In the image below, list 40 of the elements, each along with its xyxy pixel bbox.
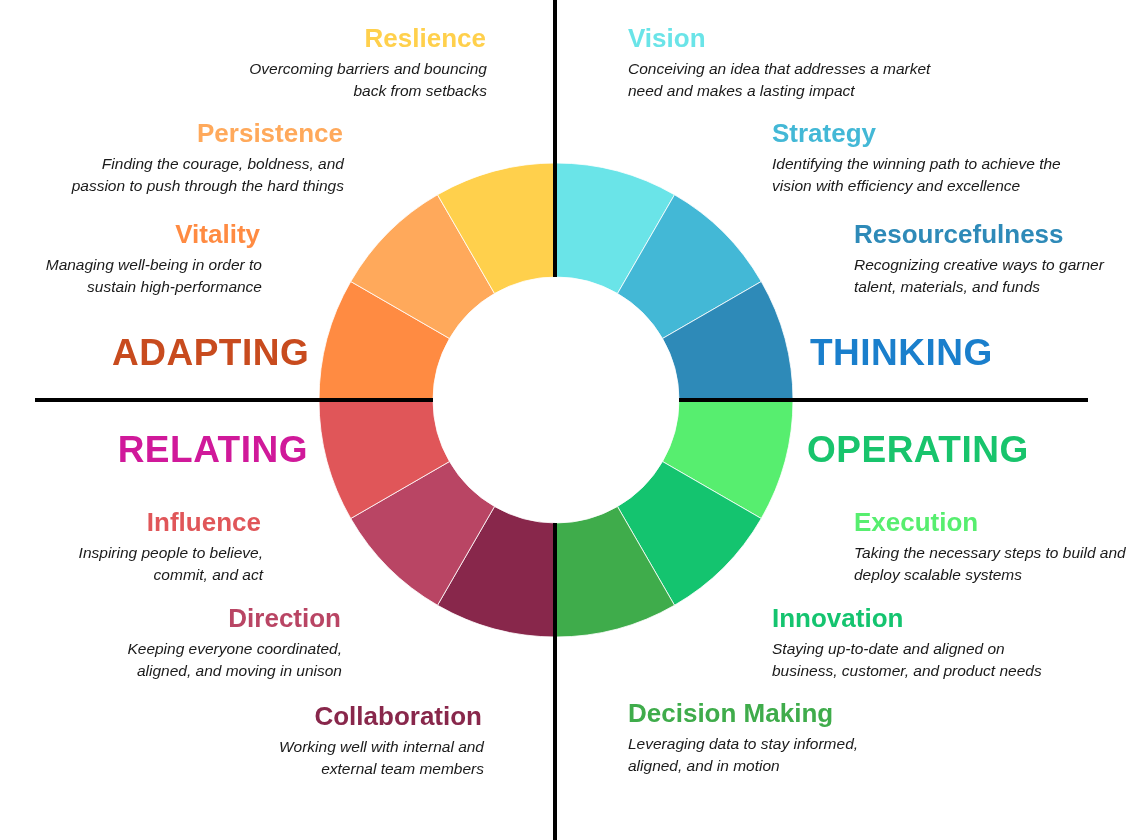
- competency-description: Conceiving an idea that addresses a market need and makes a lasting impact: [628, 59, 932, 101]
- competency-title: Strategy: [772, 118, 877, 148]
- competency-description: Working well with internal and external team members: [277, 737, 484, 779]
- ring-segment: [350, 461, 495, 606]
- competency-description: Taking the necessary steps to build and deploy scalable systems: [854, 543, 1127, 585]
- competency-title: Resourcefulness: [854, 219, 1064, 249]
- competency-title: Vision: [628, 23, 706, 53]
- competency-description: Finding the courage, boldness, and passion to push through the hard things: [70, 154, 344, 196]
- competency-title: Reslience: [364, 23, 486, 53]
- competency-title: Vitality: [175, 219, 260, 249]
- ring-segment: [617, 194, 762, 339]
- competency-description: Identifying the winning path to achieve the vision with efficiency and excellence: [772, 154, 1062, 196]
- competency-description: Staying up-to-date and aligned on business, customer, and product needs: [772, 639, 1043, 681]
- quadrant-heading: ADAPTING: [112, 333, 310, 373]
- ring-segment: [617, 461, 762, 606]
- competency-title: Persistence: [197, 118, 343, 148]
- ring-segment: [350, 194, 495, 339]
- competency-title: Influence: [146, 507, 261, 537]
- competency-description: Inspiring people to believe, commit, and act: [77, 543, 263, 585]
- competency-title: Decision Making: [628, 698, 834, 728]
- ring-segment: [318, 281, 450, 401]
- competency-description: Managing well-being in order to sustain high-performance: [44, 255, 262, 297]
- quadrant-heading: THINKING: [810, 333, 993, 373]
- quadrant-heading: RELATING: [117, 430, 308, 470]
- competency-description: Recognizing creative ways to garner talent, materials, and funds: [854, 255, 1106, 297]
- ring-segment: [662, 399, 794, 519]
- ring-segment: [555, 506, 675, 638]
- ring-segment: [437, 162, 557, 294]
- competency-description: Keeping everyone coordinated, aligned, and moving in unison: [126, 639, 342, 681]
- ring-segment: [437, 506, 557, 638]
- ring-segment: [555, 162, 675, 294]
- competency-description: Leveraging data to stay informed, aligned, and in motion: [628, 734, 860, 776]
- competency-title: Execution: [854, 507, 979, 537]
- ring-segment: [318, 399, 450, 519]
- competency-title: Collaboration: [314, 701, 482, 731]
- quadrant-heading: OPERATING: [807, 430, 1029, 470]
- competency-description: Overcoming barriers and bouncing back from setbacks: [248, 59, 487, 101]
- ring-segment: [662, 281, 794, 401]
- competency-title: Innovation: [772, 603, 904, 633]
- competency-title: Direction: [228, 603, 341, 633]
